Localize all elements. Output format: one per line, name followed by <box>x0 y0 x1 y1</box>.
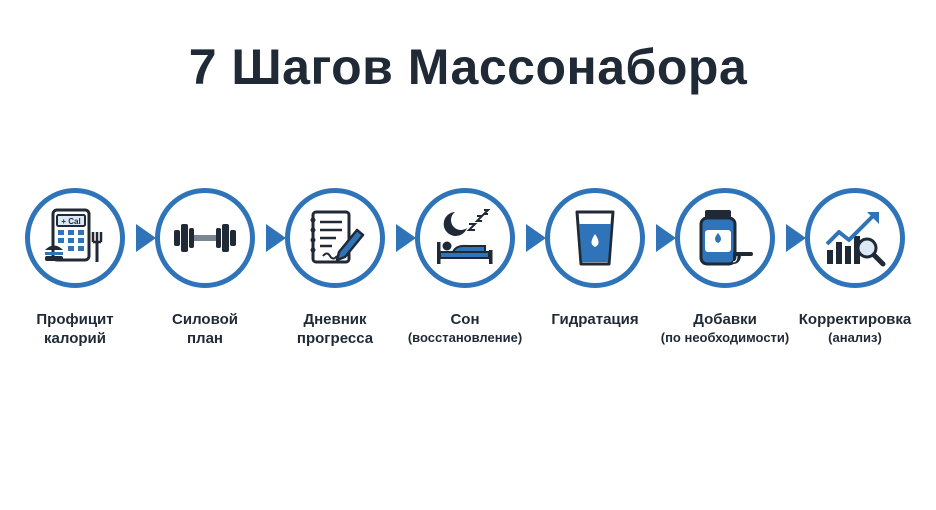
step-label-line2: прогресса <box>296 330 374 347</box>
step-circle <box>805 188 905 288</box>
water-glass-icon <box>575 210 615 266</box>
step-label-line2: план <box>187 330 223 347</box>
growth-analysis-icon <box>825 212 886 267</box>
step-label-1: Профицит калорий <box>0 310 155 348</box>
step-circle <box>415 188 515 288</box>
step-label-line1: Сон <box>450 311 480 328</box>
arrow-4-5 <box>526 224 546 252</box>
step-label-6: Добавки <box>645 310 805 329</box>
page-title: 7 Шагов Массонабора <box>188 39 748 95</box>
step-label-line1: Корректировка <box>798 311 912 328</box>
step-label-5: Гидратация <box>515 310 675 329</box>
step-label-2: Силовой план <box>125 310 285 348</box>
step-circle <box>285 188 385 288</box>
step-sublabel-4: (восстановление) <box>407 330 523 345</box>
step-label-line1: Силовой <box>172 311 238 328</box>
calorie-calculator-icon: + Cal <box>45 208 103 262</box>
arrow-3-4 <box>396 224 416 252</box>
arrow-5-6 <box>656 224 676 252</box>
step-label-line2: калорий <box>44 330 106 347</box>
arrow-2-3 <box>266 224 286 252</box>
arrow-1-2 <box>136 224 156 252</box>
step-label-line1: Профицит <box>36 311 114 328</box>
step-label-7: Корректировка <box>775 310 935 329</box>
step-label-line1: Дневник <box>303 311 367 328</box>
arrow-6-7 <box>786 224 806 252</box>
calculator-display-text: + Cal <box>61 217 80 226</box>
step-label-4: Сон <box>385 310 545 329</box>
dumbbell-icon <box>174 224 236 252</box>
step-label-line1: Гидратация <box>551 311 639 328</box>
step-circle <box>155 188 255 288</box>
sleep-icon <box>437 209 493 264</box>
step-sublabel-6: (по необходимости) <box>660 330 790 345</box>
step-circle <box>675 188 775 288</box>
step-circle: + Cal <box>25 188 125 288</box>
step-circle <box>545 188 645 288</box>
step-sublabel-7: (анализ) <box>828 330 882 345</box>
supplement-jar-icon <box>699 210 753 266</box>
step-label-line1: Добавки <box>693 311 757 328</box>
step-label-3: Дневник прогресса <box>255 310 415 348</box>
notebook-pen-icon <box>310 210 365 264</box>
